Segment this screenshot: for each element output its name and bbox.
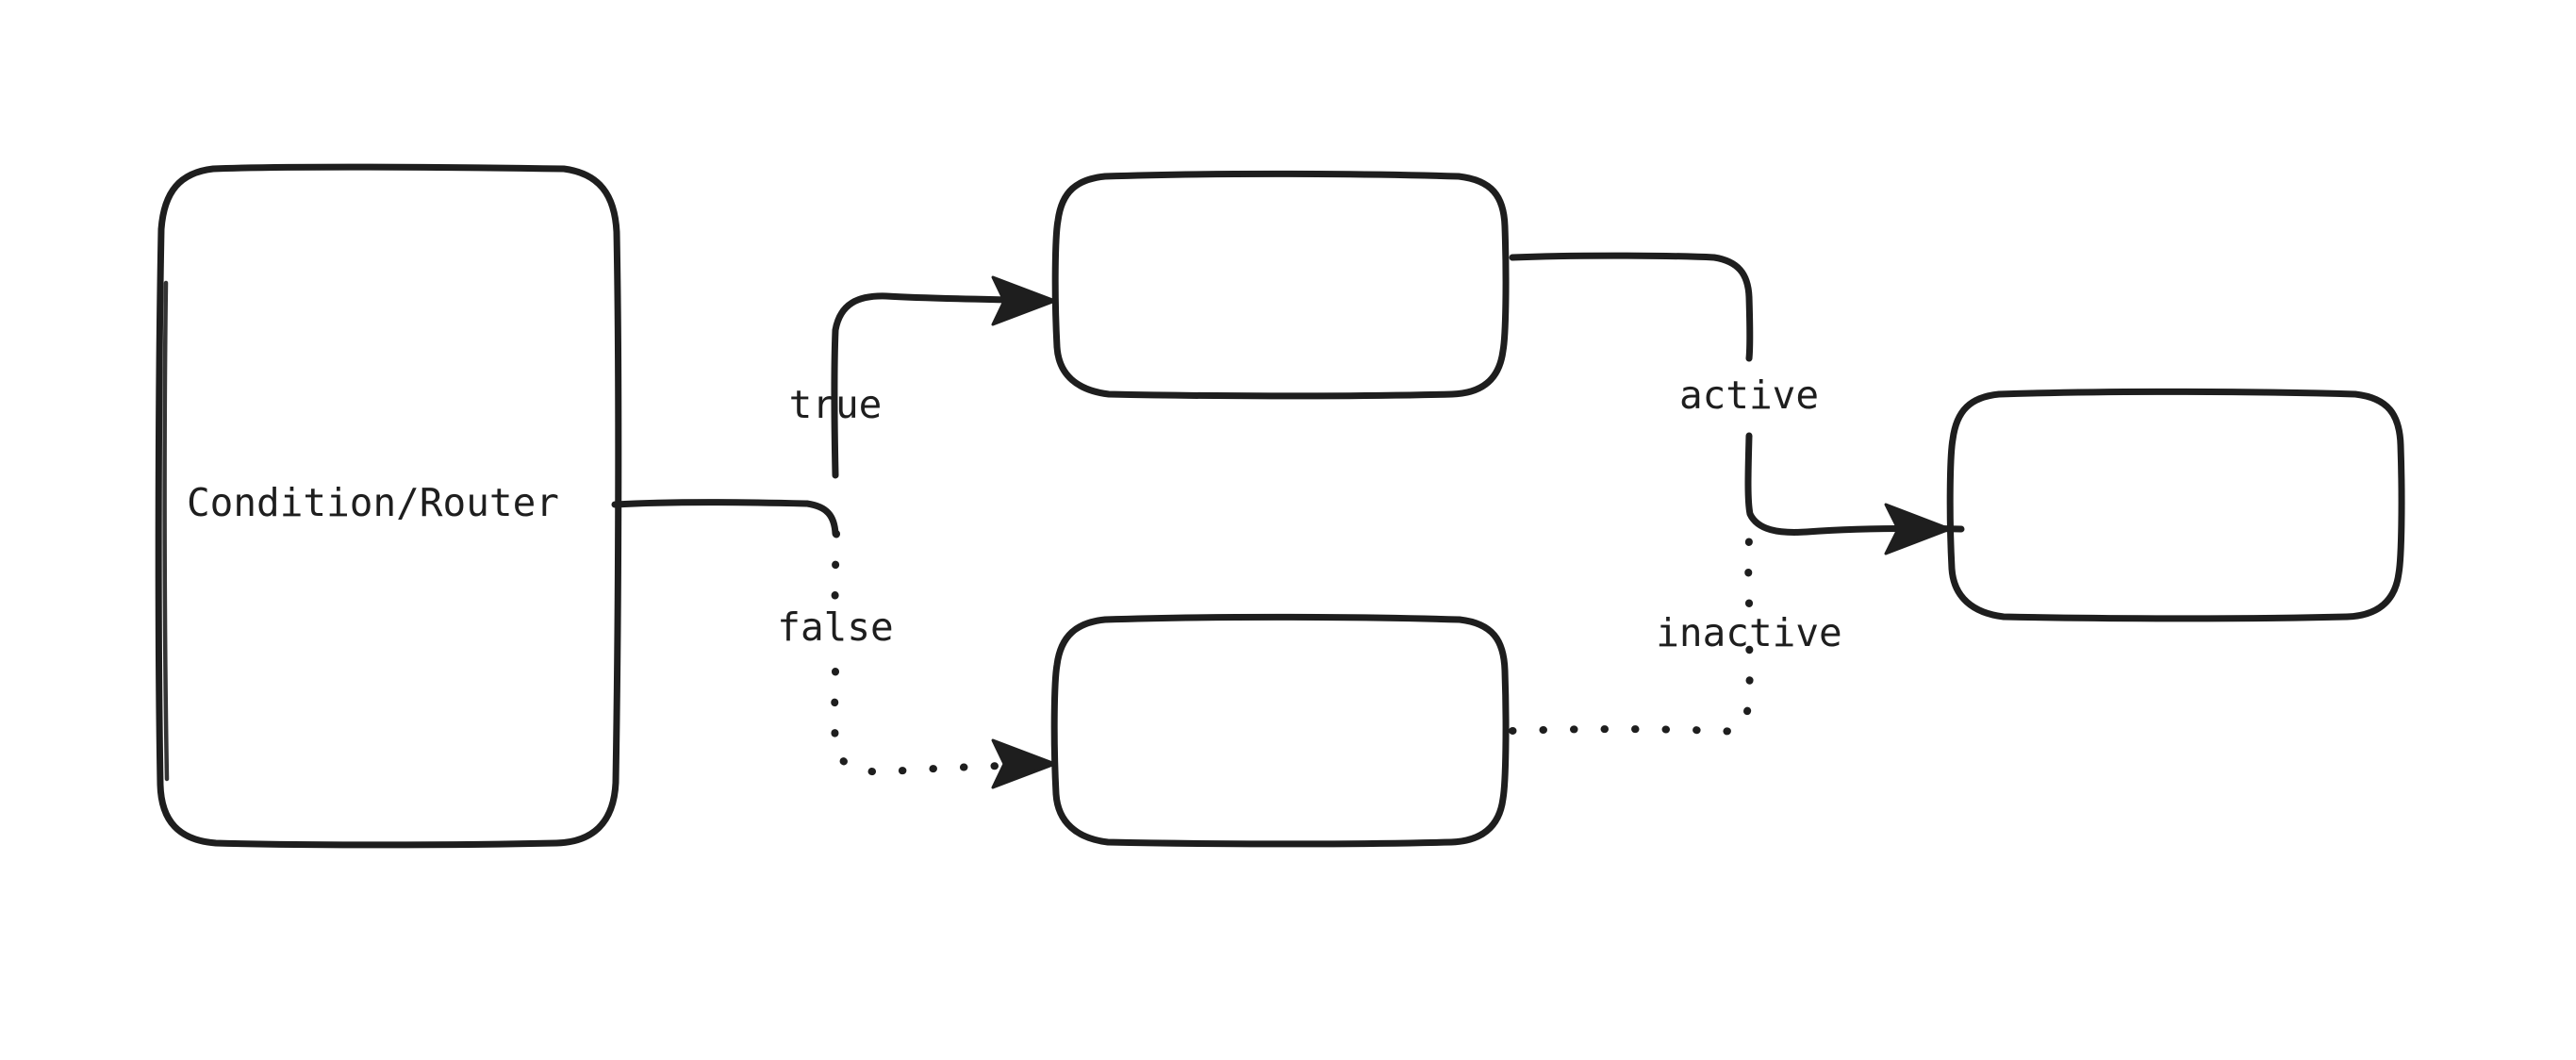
edge-active-label: active — [1679, 373, 1819, 418]
edge-false-label: false — [777, 605, 893, 650]
edge-false[interactable]: false — [777, 530, 1057, 789]
node-condition-router-outline — [155, 163, 622, 849]
edge-true-label: true — [789, 382, 883, 427]
edge-true[interactable]: true — [789, 275, 1057, 479]
edge-true-arrowhead — [991, 275, 1057, 326]
edge-inactive[interactable]: inactive — [1509, 536, 1842, 736]
edge-false-arrowhead — [991, 738, 1057, 789]
edge-inactive-label: inactive — [1656, 610, 1841, 655]
node-condition-router-label: Condition/Router — [187, 480, 559, 525]
node-condition-router[interactable]: Condition/Router — [155, 163, 622, 849]
node-false-branch-outline — [1050, 613, 1510, 848]
node-false-branch[interactable] — [1050, 613, 1510, 848]
edge-inactive-path-horizontal — [1509, 641, 1754, 736]
node-true-branch-outline — [1051, 170, 1510, 400]
node-condition-router-outline-secondary — [162, 280, 170, 782]
edge-active-path-upper — [1509, 252, 1754, 362]
edge-active-arrowhead — [1884, 503, 1952, 555]
node-true-branch[interactable] — [1051, 170, 1510, 400]
edge-active-path-lower — [1744, 432, 1965, 536]
edge-router-trunk[interactable] — [611, 499, 839, 538]
edge-true-path — [831, 292, 1039, 479]
node-merge-target-outline — [1946, 388, 2405, 622]
edge-active[interactable]: active — [1509, 252, 1965, 555]
edge-inactive-path-vertical — [1744, 536, 1753, 607]
node-merge-target[interactable] — [1946, 388, 2405, 622]
